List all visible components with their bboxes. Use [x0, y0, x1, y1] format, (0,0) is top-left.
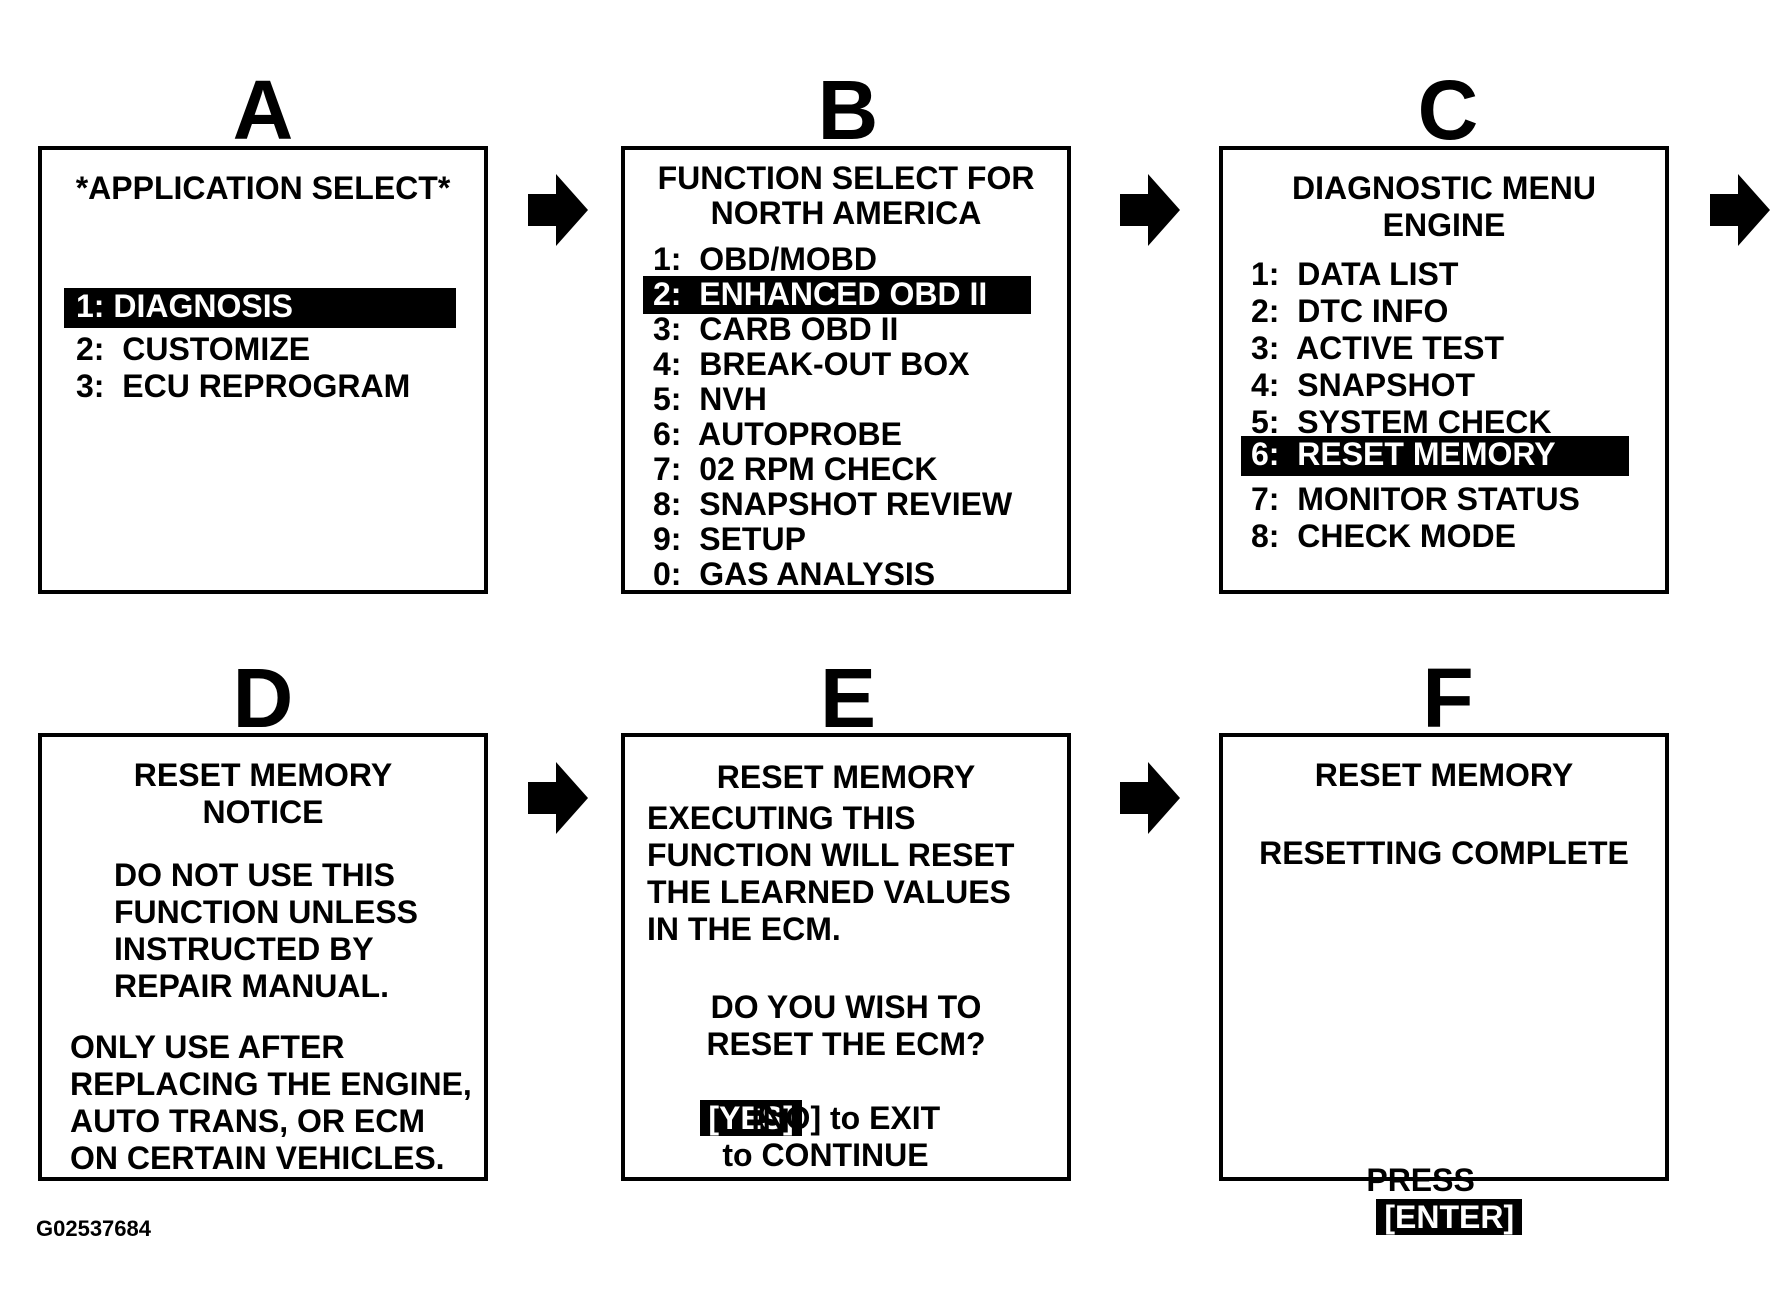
panel-b-item-7: 7: 02 RPM CHECK	[653, 451, 938, 487]
panel-f-title: RESET MEMORY	[1314, 757, 1574, 793]
panel-d-notice-line-2: FUNCTION UNLESS	[114, 894, 418, 930]
panel-f-letter: F	[1422, 651, 1474, 745]
panel-d-notice-line-4: REPAIR MANUAL.	[114, 968, 389, 1004]
panel-e-question-line-1: DO YOU WISH TO	[710, 989, 982, 1025]
panel-b-item-8: 8: SNAPSHOT REVIEW	[653, 486, 1013, 522]
arrow-right-icon	[528, 174, 588, 246]
panel-c-item-7: 7: MONITOR STATUS	[1251, 481, 1580, 517]
panel-e-body-line-1: EXECUTING THIS	[647, 800, 916, 836]
panel-b-item-3: 3: CARB OBD II	[653, 311, 899, 347]
panel-b-title-line-2: NORTH AMERICA	[710, 195, 982, 231]
yes-action-text: to CONTINUE	[722, 1137, 929, 1173]
panel-e-body-line-4: IN THE ECM.	[647, 911, 841, 947]
panel-c-item-4: 4: SNAPSHOT	[1251, 367, 1476, 403]
panel-a-item-1-highlighted: 1: DIAGNOSIS	[64, 288, 456, 328]
panel-c-title-line-1: DIAGNOSTIC MENU	[1292, 170, 1596, 206]
panel-c-item-5: 5: SYSTEM CHECK	[1251, 404, 1552, 440]
panel-d-info-line-1: ONLY USE AFTER	[70, 1029, 345, 1065]
panel-c-letter: C	[1417, 63, 1479, 157]
panel-b-item-2-highlighted: 2: ENHANCED OBD II	[643, 276, 1031, 314]
press-label: PRESS	[1366, 1162, 1475, 1198]
panel-b-item-5: 5: NVH	[653, 381, 767, 417]
panel-e-question-line-2: RESET THE ECM?	[706, 1026, 986, 1062]
panel-a-title: *APPLICATION SELECT*	[75, 170, 451, 206]
panel-d-info-line-4: ON CERTAIN VEHICLES.	[70, 1140, 445, 1176]
panel-f-press-row: PRESS [ENTER]	[1313, 1125, 1523, 1273]
yes-key-label: [YES]	[700, 1100, 802, 1136]
panel-e-body-line-3: THE LEARNED VALUES	[647, 874, 1011, 910]
panel-a-item-3: 3: ECU REPROGRAM	[76, 368, 411, 404]
arrow-right-icon	[1120, 174, 1180, 246]
panel-c-item-2: 2: DTC INFO	[1251, 293, 1449, 329]
panel-e-letter: E	[819, 651, 877, 745]
panel-c-item-8: 8: CHECK MODE	[1251, 518, 1516, 554]
panel-d-notice-line-3: INSTRUCTED BY	[114, 931, 374, 967]
panel-c-screen: DIAGNOSTIC MENU ENGINE 1: DATA LIST 2: D…	[1219, 146, 1669, 594]
panel-c-item-6-highlighted: 6: RESET MEMORY	[1241, 436, 1629, 476]
panel-e-yes-row: [YES] to CONTINUE	[647, 1063, 929, 1211]
panel-b-item-4: 4: BREAK-OUT BOX	[653, 346, 970, 382]
panel-e-body-line-2: FUNCTION WILL RESET	[647, 837, 1015, 873]
panel-c-title-line-2: ENGINE	[1382, 207, 1506, 243]
panel-b-screen: FUNCTION SELECT FOR NORTH AMERICA 1: OBD…	[621, 146, 1071, 594]
panel-d-title-line-1: RESET MEMORY	[133, 757, 393, 793]
panel-d-notice-line-1: DO NOT USE THIS	[114, 857, 395, 893]
arrow-right-icon	[528, 762, 588, 834]
panel-b-item-6: 6: AUTOPROBE	[653, 416, 902, 452]
panel-d-info-line-2: REPLACING THE ENGINE,	[70, 1066, 472, 1102]
panel-d-info-line-3: AUTO TRANS, OR ECM	[70, 1103, 425, 1139]
figure-id: G02537684	[36, 1216, 151, 1241]
panel-b-item-9: 9: SETUP	[653, 521, 806, 557]
panel-e-no-line: [NO] to EXIT	[751, 1100, 941, 1136]
enter-key-label: [ENTER]	[1376, 1199, 1523, 1235]
panel-a-item-2: 2: CUSTOMIZE	[76, 331, 311, 367]
panel-b-letter: B	[817, 63, 879, 157]
panel-d-title-line-2: NOTICE	[202, 794, 324, 830]
panel-b-title-line-1: FUNCTION SELECT FOR	[657, 160, 1035, 196]
arrow-right-icon	[1120, 762, 1180, 834]
panel-c-item-3: 3: ACTIVE TEST	[1251, 330, 1505, 366]
panel-e-screen: RESET MEMORY EXECUTING THIS FUNCTION WIL…	[621, 733, 1071, 1181]
arrow-right-icon	[1710, 174, 1770, 246]
panel-c-item-1: 1: DATA LIST	[1251, 256, 1459, 292]
panel-d-letter: D	[232, 651, 294, 745]
panel-e-title: RESET MEMORY	[716, 759, 976, 795]
panel-a-screen: *APPLICATION SELECT* 1: DIAGNOSIS 2: CUS…	[38, 146, 488, 594]
panel-d-screen: RESET MEMORY NOTICE DO NOT USE THIS FUNC…	[38, 733, 488, 1181]
panel-a-letter: A	[232, 63, 294, 157]
panel-f-status: RESETTING COMPLETE	[1259, 835, 1629, 871]
panel-b-item-10: 0: GAS ANALYSIS	[653, 556, 936, 592]
panel-b-item-1: 1: OBD/MOBD	[653, 241, 877, 277]
panel-f-screen: RESET MEMORY RESETTING COMPLETE PRESS [E…	[1219, 733, 1669, 1235]
